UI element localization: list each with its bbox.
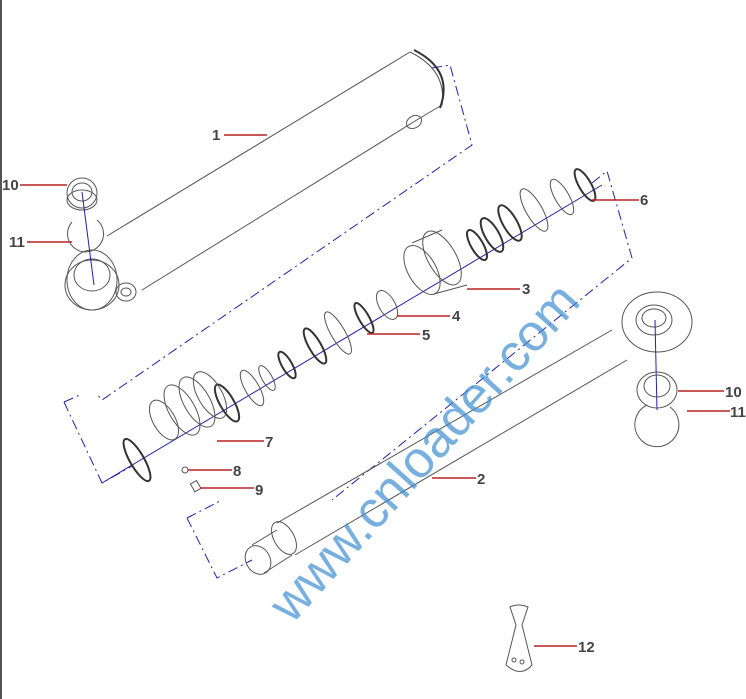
callout-11-right[interactable]: 11 xyxy=(687,404,746,421)
ring-mid xyxy=(302,327,328,365)
bushing-left xyxy=(66,177,98,211)
svg-text:11: 11 xyxy=(9,234,25,251)
svg-text:11: 11 xyxy=(730,404,746,421)
callout-6[interactable]: 6 xyxy=(592,192,648,209)
svg-text:8: 8 xyxy=(233,463,241,480)
callout-11-left[interactable]: 11 xyxy=(9,234,72,251)
callout-10-left[interactable]: 10 xyxy=(2,177,67,194)
circlip-left xyxy=(67,219,104,253)
callout-7[interactable]: 7 xyxy=(217,434,273,451)
bushing-4 xyxy=(375,290,399,320)
callout-8[interactable]: 8 xyxy=(188,463,241,480)
callout-3[interactable]: 3 xyxy=(467,281,530,298)
bushing-right xyxy=(636,371,678,409)
callout-4[interactable]: 4 xyxy=(397,308,461,325)
svg-text:12: 12 xyxy=(578,639,595,656)
ball-8 xyxy=(181,466,189,474)
svg-text:1: 1 xyxy=(212,127,220,144)
piston-rings xyxy=(122,350,297,483)
svg-text:10: 10 xyxy=(2,177,19,194)
svg-text:10: 10 xyxy=(725,384,742,401)
axis-line xyxy=(101,184,603,484)
svg-text:2: 2 xyxy=(477,471,485,488)
svg-text:9: 9 xyxy=(255,482,263,499)
screw-9 xyxy=(189,479,202,493)
assembly-line-rod xyxy=(186,499,253,579)
cylinder-barrel xyxy=(64,49,445,311)
callout-1[interactable]: 1 xyxy=(212,127,267,144)
callout-10-right[interactable]: 10 xyxy=(678,384,742,401)
callout-5[interactable]: 5 xyxy=(367,327,430,344)
assembly-line-barrel xyxy=(96,64,473,401)
svg-text:5: 5 xyxy=(422,327,430,344)
svg-text:4: 4 xyxy=(452,308,461,325)
circlip-right xyxy=(634,404,680,448)
callout-9[interactable]: 9 xyxy=(200,482,263,499)
grease-fitting xyxy=(505,604,533,672)
seal-rings-head xyxy=(466,168,597,262)
svg-text:6: 6 xyxy=(640,192,648,209)
callout-2[interactable]: 2 xyxy=(432,471,485,488)
piston-rod xyxy=(244,291,693,575)
svg-text:3: 3 xyxy=(522,281,530,298)
svg-text:7: 7 xyxy=(265,434,273,451)
piston xyxy=(148,371,228,441)
ring-5 xyxy=(353,302,375,334)
callout-12[interactable]: 12 xyxy=(534,639,595,656)
cylinder-head xyxy=(403,229,468,295)
ring-large xyxy=(324,311,352,355)
